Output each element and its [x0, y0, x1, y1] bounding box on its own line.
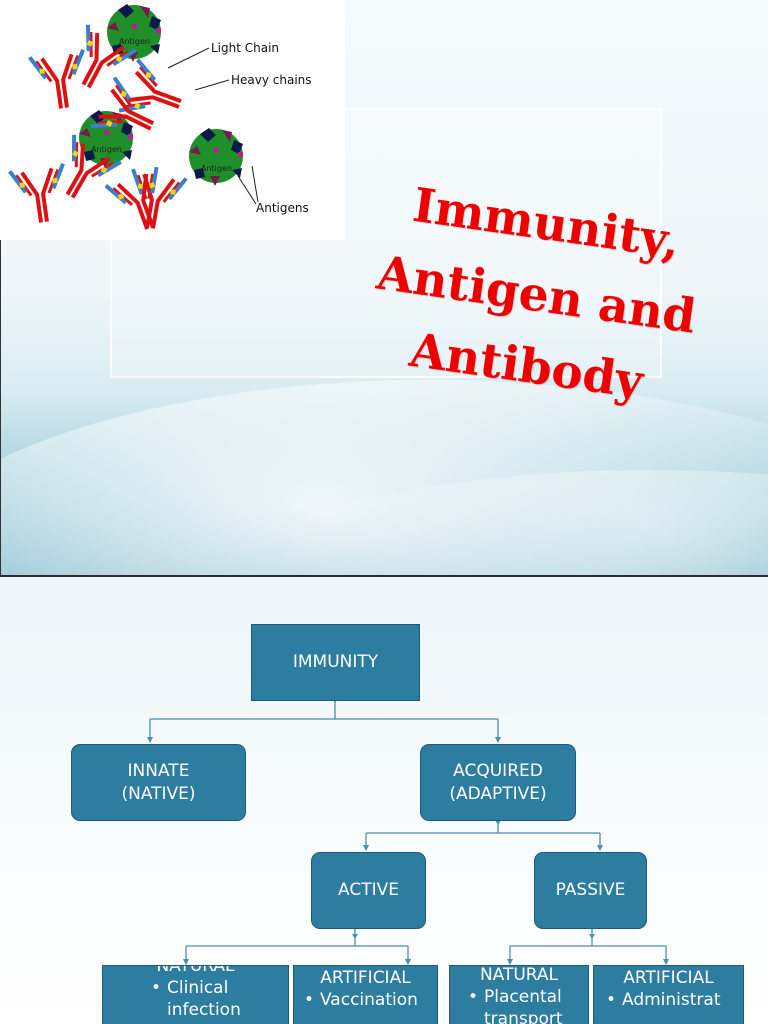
- active-node: ACTIVE: [311, 852, 426, 929]
- title-slide: Antigen Antigen Antigen: [0, 0, 768, 575]
- passive-node: PASSIVE: [534, 852, 647, 929]
- acquired-node-label: ACQUIRED: [453, 760, 543, 781]
- light-chain-label: Light Chain: [211, 41, 279, 55]
- antigen-label-3: Antigen: [201, 164, 232, 173]
- acquired-node: ACQUIRED (ADAPTIVE): [420, 744, 576, 821]
- antigen-label-1: Antigen: [119, 37, 150, 46]
- artificial-passive-heading: ARTIFICIAL: [623, 968, 714, 988]
- natural-active-list: Clinical infection: [103, 977, 288, 1021]
- natural-passive-list: Placental transport: [450, 986, 588, 1024]
- immunity-tree-slide: IMMUNITY INNATE (NATIVE) ACQUIRED (ADAPT…: [0, 577, 768, 1024]
- artificial-passive-leaf: ARTIFICIAL Administrat: [593, 965, 744, 1024]
- natural-active-item: Clinical: [151, 977, 288, 999]
- natural-active-item-continued: infection: [167, 1000, 241, 1020]
- active-node-label: ACTIVE: [338, 880, 399, 900]
- innate-node-label: INNATE: [127, 760, 190, 781]
- natural-passive-item-continued: transport: [484, 1009, 563, 1024]
- artificial-passive-list: Administrat: [594, 989, 743, 1011]
- innate-node-sublabel: (NATIVE): [121, 783, 196, 804]
- immunity-node-label: IMMUNITY: [292, 652, 379, 672]
- acquired-node-sublabel: (ADAPTIVE): [449, 783, 547, 804]
- passive-node-label: PASSIVE: [555, 880, 626, 900]
- artificial-active-heading: ARTIFICIAL: [320, 968, 411, 988]
- artificial-passive-item: Administrat: [606, 989, 743, 1011]
- natural-active-heading: NATURAL: [156, 965, 235, 976]
- tree-connectors: [147, 698, 669, 965]
- natural-passive-heading: NATURAL: [479, 965, 559, 985]
- natural-active-leaf: NATURAL Clinical infection: [102, 965, 289, 1024]
- natural-passive-item: Placental: [468, 986, 588, 1008]
- antibody-antigen-illustration: Antigen Antigen Antigen: [0, 0, 345, 240]
- antigen-label-2: Antigen: [91, 145, 122, 154]
- immunity-node: IMMUNITY: [251, 624, 420, 701]
- antigens-label: Antigens: [256, 201, 309, 215]
- natural-passive-leaf: NATURAL Placental transport: [449, 965, 589, 1024]
- slide-divider: [0, 575, 768, 577]
- artificial-active-list: Vaccination: [294, 989, 437, 1011]
- slide-edge-line: [0, 240, 1, 575]
- artificial-active-leaf: ARTIFICIAL Vaccination: [293, 965, 438, 1024]
- innate-node: INNATE (NATIVE): [71, 744, 246, 821]
- antibody-antigen-diagram: Antigen Antigen Antigen: [7, 4, 312, 240]
- heavy-chains-label: Heavy chains: [231, 73, 312, 87]
- artificial-active-item: Vaccination: [304, 989, 437, 1011]
